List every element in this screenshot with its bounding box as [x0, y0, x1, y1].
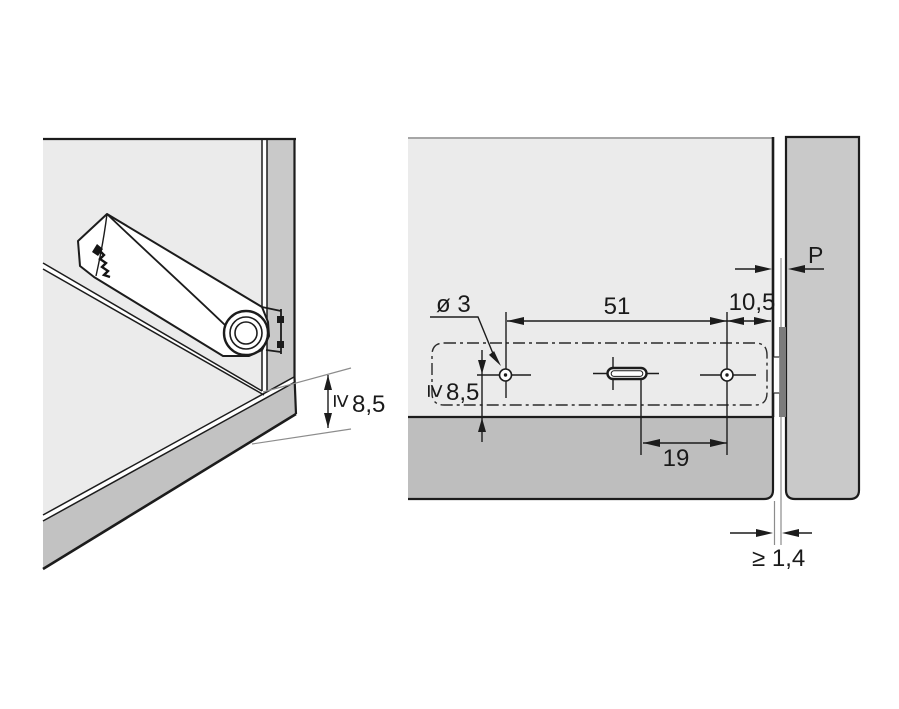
catch-notch-edges	[773, 356, 780, 394]
catch-notch	[773, 357, 780, 393]
dim-left-min-edge-distance: ≥ 8,5	[251, 367, 385, 445]
dim-hole-spacing-label: 51	[604, 293, 631, 320]
dim-protrusion-label: P	[808, 242, 823, 268]
catch-hook-bottom	[277, 341, 284, 348]
dim-hole-spacing: 51	[507, 293, 727, 325]
bottom-panel-band	[408, 415, 775, 501]
front-edge-strip	[267, 138, 295, 392]
cylinder-face-inner	[234, 321, 258, 345]
push-catch-device	[77, 213, 284, 357]
side-panel-face	[408, 137, 773, 417]
band-top-line	[42, 376, 295, 516]
cylinder-face-ring	[229, 316, 263, 350]
dim-protrusion: P	[735, 242, 824, 273]
dim-slot-to-hole-label: 19	[663, 445, 690, 472]
bottom-band	[43, 382, 296, 569]
adjustment-slot	[593, 357, 659, 455]
device-footprint-outline	[431, 342, 768, 406]
dim-min-bottom-distance: ≥ 8,5	[422, 350, 486, 442]
dim-left-min-edge-distance-label: 8,5	[352, 391, 385, 418]
bottom-joint-line	[42, 262, 263, 392]
geq-symbol: ≥	[422, 384, 449, 397]
perspective-view: ≥ 8,5	[42, 137, 385, 571]
geq-symbol: ≥	[328, 394, 355, 407]
gap-extension-lines	[773, 258, 782, 545]
dim-hole-diameter-label: ø 3	[436, 291, 471, 318]
striker-plate	[779, 327, 786, 417]
dim-min-gap-label: ≥ 1,4	[752, 545, 805, 572]
elevation-view: 51 10,5 P ø 3 ≥ 8,5	[408, 135, 861, 572]
band-bottom-edge	[42, 412, 297, 571]
mounting-hole-right	[700, 312, 756, 455]
catch-hook-top	[277, 316, 284, 323]
band-top-line	[42, 381, 296, 522]
dim-hole-diameter: ø 3	[430, 291, 501, 366]
bottom-panel-face	[43, 269, 264, 515]
door-panel	[784, 135, 861, 501]
device-cap-curve	[95, 213, 108, 277]
mounting-hole-left	[477, 312, 531, 398]
screw-icon	[92, 244, 111, 279]
device-scoop-curve	[106, 213, 227, 327]
dim-front-offset: 10,5	[727, 289, 775, 325]
bottom-band-highlight	[43, 377, 295, 521]
dim-slot-to-hole: 19	[643, 439, 727, 472]
dim-min-gap: ≥ 1,4	[730, 529, 812, 572]
front-outer-edge	[293, 138, 298, 415]
dim-min-bottom-distance-label: 8,5	[446, 379, 479, 406]
dim-front-offset-label: 10,5	[729, 289, 776, 316]
bottom-joint-line	[42, 268, 265, 396]
